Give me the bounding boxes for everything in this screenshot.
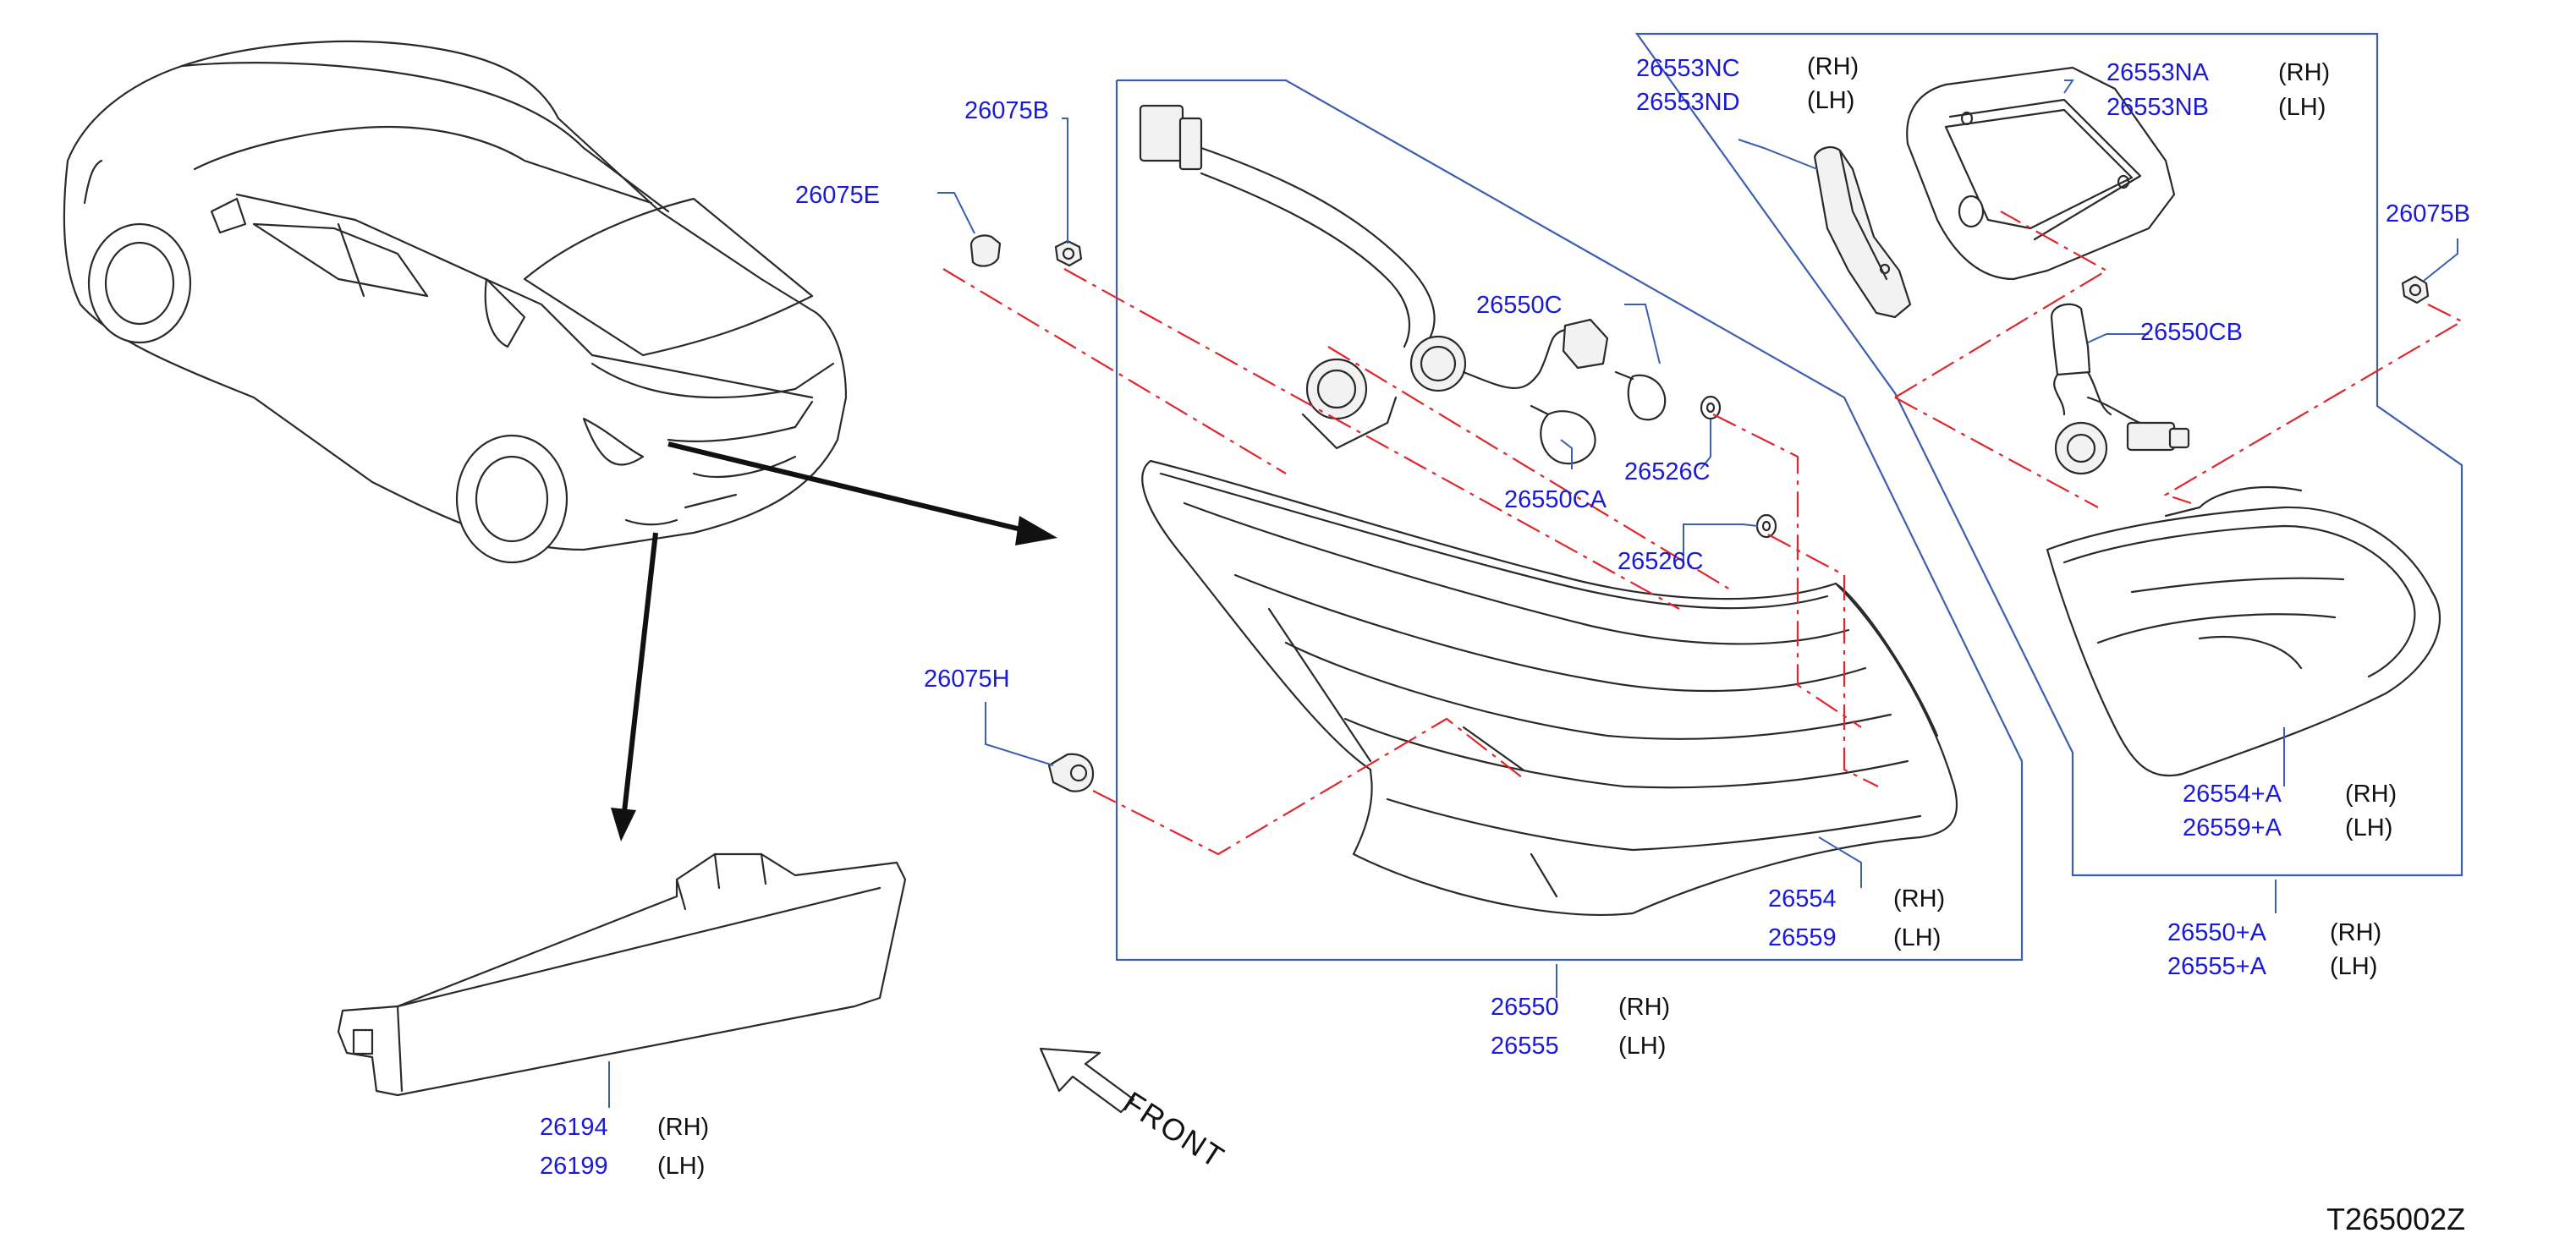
side-lh-26559: (LH) [1893, 924, 1941, 951]
nut-26075B-right-drawing [2401, 275, 2430, 304]
callout-26553NB: 26553NB [2106, 94, 2209, 121]
front-label: FRONT [1118, 1084, 1232, 1175]
washer-26526C-lower-drawing [1755, 513, 1777, 539]
callout-26555: 26555 [1491, 1033, 1559, 1060]
side-rh-26194: (RH) [657, 1114, 709, 1141]
callout-26550C: 26550C [1476, 292, 1563, 319]
callout-26555A: 26555+A [2167, 953, 2267, 980]
callout-labels: 26075E 26075B 26075H 26550C 26550CA 2652… [540, 53, 2470, 1180]
callout-26553ND: 26553ND [1636, 89, 1740, 116]
inner-lamp-frame [1634, 32, 2463, 877]
side-lh-26559A: (LH) [2345, 814, 2392, 841]
nut-26075B-left-drawing [1054, 239, 1083, 267]
callout-26559: 26559 [1768, 924, 1837, 951]
callout-26075E: 26075E [795, 182, 880, 209]
callout-26075B-left: 26075B [964, 97, 1049, 124]
side-rh-26553NA: (RH) [2278, 59, 2330, 86]
side-rh-26550: (RH) [1618, 994, 1670, 1021]
side-rh-26554: (RH) [1893, 885, 1945, 912]
callout-26075B-right: 26075B [2386, 200, 2470, 227]
grommet-26075H-drawing [1047, 753, 1095, 792]
side-lh-26553ND: (LH) [1807, 87, 1854, 114]
clip-26075E-drawing [969, 234, 1002, 267]
front-direction-indicator: FRONT [1039, 1047, 1232, 1176]
callout-26550CB: 26550CB [2140, 319, 2243, 346]
vehicle-illustration [63, 40, 848, 564]
leader-lines [608, 79, 2458, 1108]
diagram-code: T265002Z [2326, 1202, 2465, 1236]
callout-26553NC: 26553NC [1636, 55, 1740, 82]
assembly-chain-lines [942, 211, 2464, 856]
callout-26554A: 26554+A [2183, 781, 2282, 808]
inner-lamp-body-drawing [2046, 485, 2441, 777]
washer-26526C-upper-drawing [1700, 395, 1722, 420]
side-rh-26550A: (RH) [2330, 919, 2381, 946]
callout-26199: 26199 [540, 1153, 608, 1180]
callout-26554: 26554 [1768, 885, 1837, 912]
harness-drawing [1139, 104, 1667, 465]
callout-26550A: 26550+A [2167, 919, 2267, 946]
callout-26526C-lower: 26526C [1618, 548, 1704, 575]
side-lh-26555A: (LH) [2330, 953, 2377, 980]
bulb-26550CB-drawing [2050, 303, 2190, 475]
callout-26075H: 26075H [924, 666, 1010, 693]
side-lh-26553NB: (LH) [2278, 94, 2326, 121]
side-rh-26554A: (RH) [2345, 781, 2397, 808]
arrow-to-side-marker [611, 532, 658, 841]
side-rh-26553NC: (RH) [1807, 53, 1859, 80]
bracket-26553NC-drawing [1813, 145, 1912, 319]
side-marker-lamp-drawing [337, 852, 907, 1097]
callout-26526C-upper: 26526C [1624, 458, 1711, 485]
callout-26559A: 26559+A [2183, 814, 2282, 841]
tail-lamp-body-drawing [1141, 459, 1958, 916]
gasket-26553NA-drawing [1906, 66, 2176, 281]
tail-lamp-frame [1115, 79, 2024, 962]
arrow-to-tail-lamp [667, 441, 1057, 545]
callout-26194: 26194 [540, 1114, 608, 1141]
side-lh-26555: (LH) [1618, 1033, 1666, 1060]
callout-26550: 26550 [1491, 994, 1559, 1021]
callout-26550CA: 26550CA [1504, 486, 1607, 513]
side-lh-26199: (LH) [657, 1153, 705, 1180]
callout-26553NA: 26553NA [2106, 59, 2210, 86]
